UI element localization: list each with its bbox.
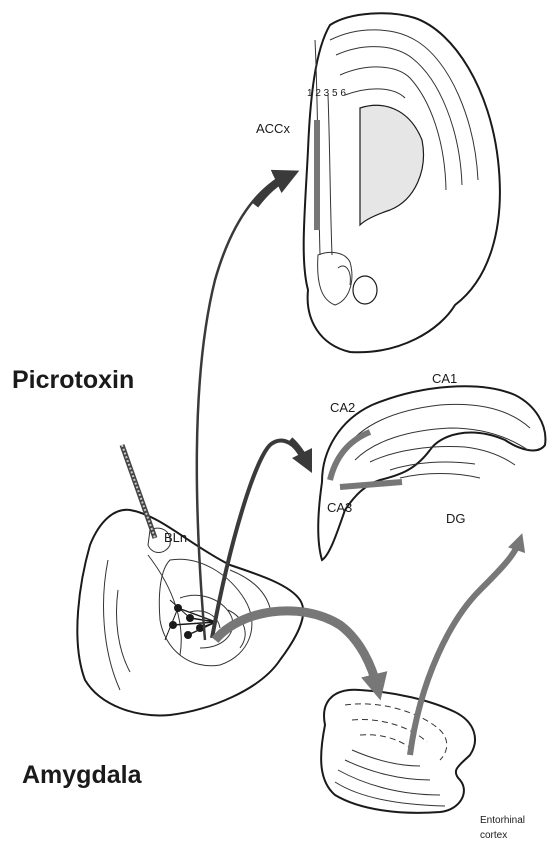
cortical-layers-label: 1 2 3 5 6	[307, 88, 346, 99]
amygdala-section: BLn	[77, 445, 303, 715]
ca2-label: CA2	[330, 400, 355, 415]
picrotoxin-label: Picrotoxin	[12, 366, 134, 394]
entorhinal-label-line1: Entorhinal	[480, 815, 525, 826]
entorhinal-cortex-section: Entorhinal cortex	[321, 690, 525, 841]
accx-label: ACCx	[256, 121, 290, 136]
ca3-label: CA3	[327, 500, 352, 515]
entorhinal-label-line2: cortex	[480, 830, 507, 841]
dg-label: DG	[446, 511, 466, 526]
ca1-label: CA1	[432, 371, 457, 386]
accx-brain-section: 1 2 3 5 6 ACCx	[256, 13, 500, 352]
hippocampus-section: CA1 CA2 CA3 DG	[318, 371, 545, 560]
bln-label: BLn	[164, 530, 187, 545]
amygdala-label: Amygdala	[22, 761, 143, 789]
